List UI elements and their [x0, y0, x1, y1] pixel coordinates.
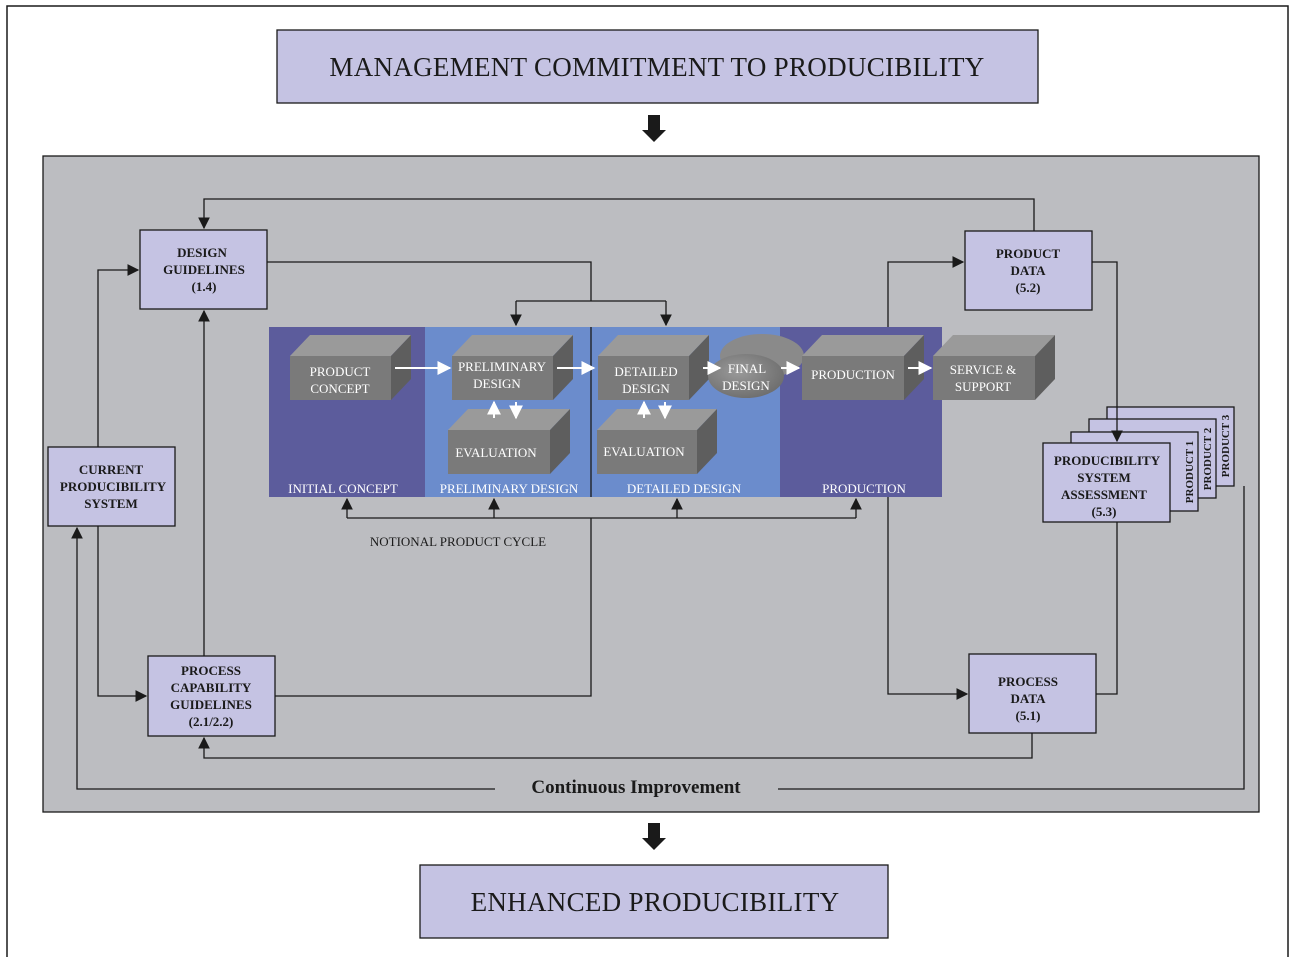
connectors [71, 198, 1245, 790]
final-design-line2: DESIGN [722, 378, 770, 393]
preliminary-design-line1: PRELIMINARY [458, 359, 547, 374]
process-capability-line2: CAPABILITY [171, 680, 252, 695]
process-data-line1: PROCESS [998, 674, 1058, 689]
final-design-line1: FINAL [728, 361, 766, 376]
product-data-line3: (5.2) [1016, 280, 1041, 295]
assessment-line3: ASSESSMENT [1061, 487, 1147, 502]
product-tab-3: PRODUCT 3 [1220, 414, 1232, 477]
continuous-improvement-label: Continuous Improvement [531, 777, 741, 798]
block-final-design: FINAL DESIGN [708, 334, 804, 398]
product-data-line2: DATA [1011, 263, 1047, 278]
process-data-box: PROCESS DATA (5.1) [968, 653, 1097, 734]
block-production: PRODUCTION [802, 335, 924, 400]
design-guidelines-line1: DESIGN [177, 245, 227, 260]
current-system-line3: SYSTEM [84, 496, 137, 511]
management-commitment-box: MANAGEMENT COMMITMENT TO PRODUCIBILITY [276, 29, 1039, 104]
block-preliminary-design: PRELIMINARY DESIGN [452, 335, 573, 400]
block-evaluation-2: EVALUATION [597, 409, 717, 474]
phase-detailed-design: DETAILED DESIGN [627, 481, 742, 496]
assessment-line4: (5.3) [1092, 504, 1117, 519]
process-capability-box: PROCESS CAPABILITY GUIDELINES (2.1/2.2) [147, 655, 276, 737]
notional-cycle-label: NOTIONAL PRODUCT CYCLE [370, 534, 546, 549]
phase-initial-concept: INITIAL CONCEPT [288, 481, 398, 496]
design-guidelines-line3: (1.4) [192, 279, 217, 294]
current-system-box: CURRENT PRODUCIBILITY SYSTEM [47, 446, 176, 527]
process-data-line2: DATA [1011, 691, 1047, 706]
preliminary-design-line2: DESIGN [473, 376, 521, 391]
process-capability-line4: (2.1/2.2) [189, 714, 234, 729]
product-data-box: PRODUCT DATA (5.2) [964, 230, 1093, 311]
assessment-line1: PRODUCIBILITY [1054, 453, 1161, 468]
down-arrow-top [642, 115, 666, 142]
management-commitment-label: MANAGEMENT COMMITMENT TO PRODUCIBILITY [329, 52, 984, 82]
phase-preliminary-design: PRELIMINARY DESIGN [440, 481, 579, 496]
product-tab-2: PRODUCT 2 [1202, 427, 1214, 490]
current-system-line2: PRODUCIBILITY [60, 479, 167, 494]
block-detailed-design: DETAILED DESIGN [598, 335, 709, 400]
design-guidelines-line2: GUIDELINES [163, 262, 245, 277]
product-concept-line1: PRODUCT [310, 364, 371, 379]
phase-production: PRODUCTION [822, 481, 906, 496]
evaluation-2-label: EVALUATION [603, 444, 685, 459]
product-tab-1: PRODUCT 1 [1184, 441, 1196, 503]
block-product-concept: PRODUCT CONCEPT [290, 335, 411, 400]
current-system-line1: CURRENT [79, 462, 144, 477]
assessment-stack: PRODUCT 3 PRODUCT 2 PRODUCT 1 PRODUCIBIL… [1042, 406, 1235, 523]
outer-frame [6, 5, 1289, 957]
assessment-line2: SYSTEM [1077, 470, 1130, 485]
white-flow-arrows [395, 361, 933, 420]
evaluation-1-label: EVALUATION [455, 445, 537, 460]
production-block-label: PRODUCTION [811, 367, 895, 382]
block-service-support: SERVICE & SUPPORT [933, 335, 1055, 400]
process-capability-line1: PROCESS [181, 663, 241, 678]
block-evaluation-1: EVALUATION [448, 409, 570, 474]
service-support-line2: SUPPORT [955, 379, 1011, 394]
design-guidelines-box: DESIGN GUIDELINES (1.4) [139, 229, 268, 310]
down-arrow-bottom [642, 823, 666, 850]
product-concept-line2: CONCEPT [310, 381, 369, 396]
process-data-line3: (5.1) [1016, 708, 1041, 723]
enhanced-producibility-box: ENHANCED PRODUCIBILITY [419, 864, 889, 939]
product-data-line1: PRODUCT [996, 246, 1061, 261]
enhanced-producibility-label: ENHANCED PRODUCIBILITY [471, 887, 840, 917]
process-capability-line3: GUIDELINES [170, 697, 252, 712]
detailed-design-line1: DETAILED [614, 364, 677, 379]
service-support-line1: SERVICE & [950, 362, 1017, 377]
detailed-design-line2: DESIGN [622, 381, 670, 396]
